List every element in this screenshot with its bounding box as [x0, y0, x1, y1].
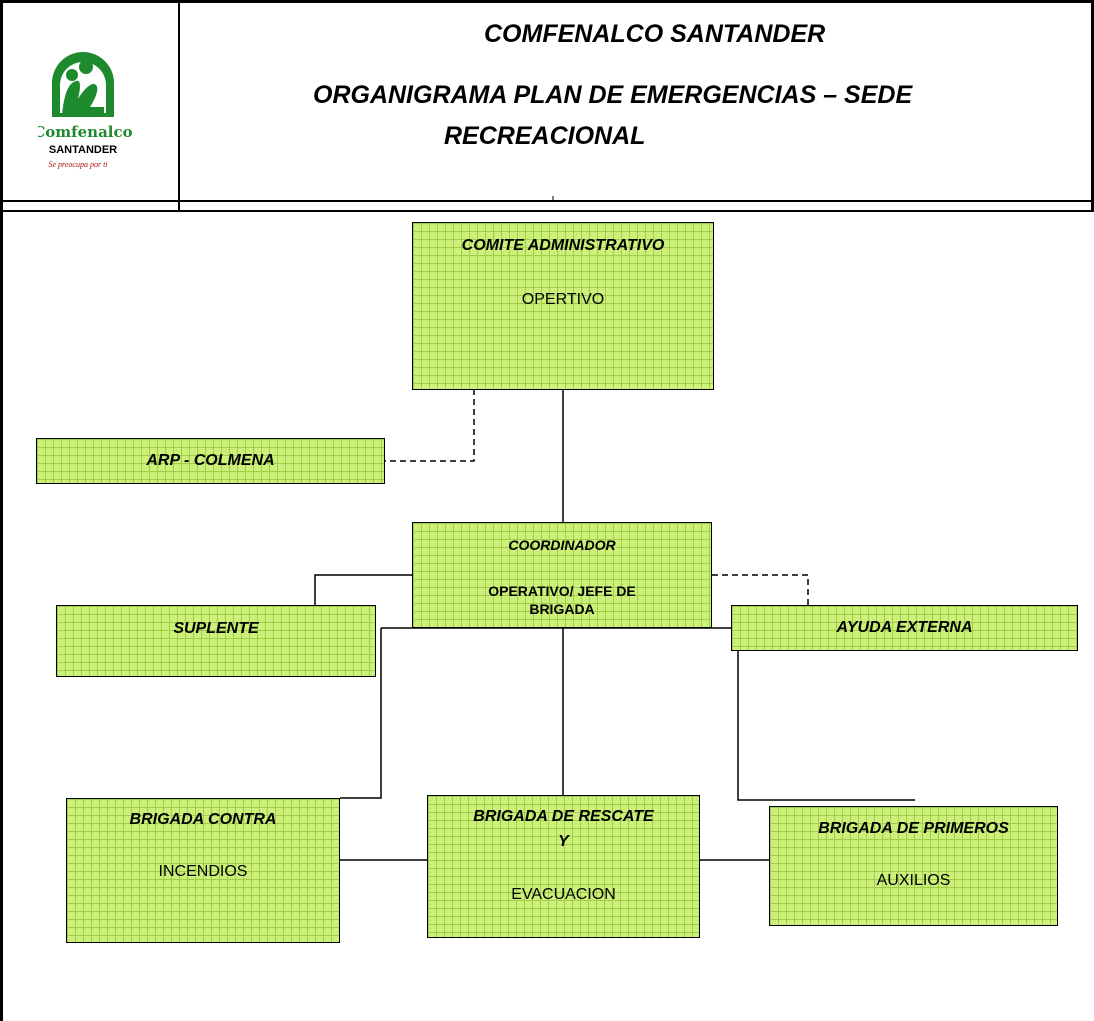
comfenalco-logo: Comfenalco SANTANDER Se preocupa por ti [33, 45, 148, 180]
frame-left-border [0, 0, 3, 1021]
node-ayuda-externa: AYUDA EXTERNA [731, 605, 1078, 651]
brigada-auxilios-title: BRIGADA DE PRIMEROS [818, 820, 1009, 837]
brigada-incendios-subtitle: INCENDIOS [158, 863, 248, 880]
frame-top-border [0, 0, 1094, 3]
frame-right-border [1091, 0, 1094, 212]
coordinador-subtitle-line1: OPERATIVO/ JEFE DE [488, 583, 636, 599]
connector-coordinador-incendios [340, 628, 382, 799]
brigada-rescate-subtitle: EVACUACION [511, 886, 616, 903]
header-divider-horizontal-2 [0, 210, 1094, 212]
page-subtitle-line1: ORGANIGRAMA PLAN DE EMERGENCIAS – SEDE [313, 81, 913, 109]
node-comite-administrativo: COMITE ADMINISTRATIVO OPERTIVO [412, 222, 714, 390]
brigada-incendios-title: BRIGADA CONTRA [129, 811, 277, 828]
logo-name: Comfenalco [38, 123, 133, 141]
header-divider-horizontal [0, 200, 1094, 202]
node-brigada-primeros-auxilios: BRIGADA DE PRIMEROS AUXILIOS [769, 806, 1058, 926]
node-brigada-contra-incendios: BRIGADA CONTRA INCENDIOS [66, 798, 340, 943]
node-brigada-rescate-evacuacion: BRIGADA DE RESCATE Y EVACUACION [427, 795, 700, 938]
coordinador-subtitle-line2: BRIGADA [529, 601, 595, 617]
node-arp-colmena: ARP - COLMENA [36, 438, 385, 484]
connector-coordinador-suplente [314, 574, 412, 605]
brigada-rescate-title-line2: Y [558, 833, 569, 850]
brigada-auxilios-subtitle: AUXILIOS [876, 872, 951, 889]
comite-subtitle: OPERTIVO [521, 291, 605, 308]
connector-comite-arp [384, 389, 475, 462]
brigada-rescate-title-line1: BRIGADA DE RESCATE [473, 808, 654, 825]
logo-slogan: Se preocupa por ti [48, 160, 107, 169]
header-divider-vertical [178, 0, 180, 212]
logo-region: SANTANDER [49, 144, 117, 156]
suplente-title: SUPLENTE [173, 620, 259, 637]
page-subtitle-line2: RECREACIONAL [444, 122, 646, 150]
coordinador-title: COORDINADOR [508, 537, 616, 553]
family-arch-logo-icon: Comfenalco SANTANDER Se preocupa por ti [33, 52, 133, 169]
arp-title: ARP - COLMENA [146, 452, 275, 469]
connector-coordinador-auxilios [737, 628, 915, 801]
ayuda-externa-title: AYUDA EXTERNA [836, 619, 973, 636]
page-title: COMFENALCO SANTANDER [484, 20, 826, 48]
comite-title: COMITE ADMINISTRATIVO [461, 237, 665, 254]
connector-coordinador-ayuda-externa [712, 574, 809, 605]
node-suplente: SUPLENTE [56, 605, 376, 677]
node-coordinador: COORDINADOR OPERATIVO/ JEFE DE BRIGADA [412, 522, 712, 628]
